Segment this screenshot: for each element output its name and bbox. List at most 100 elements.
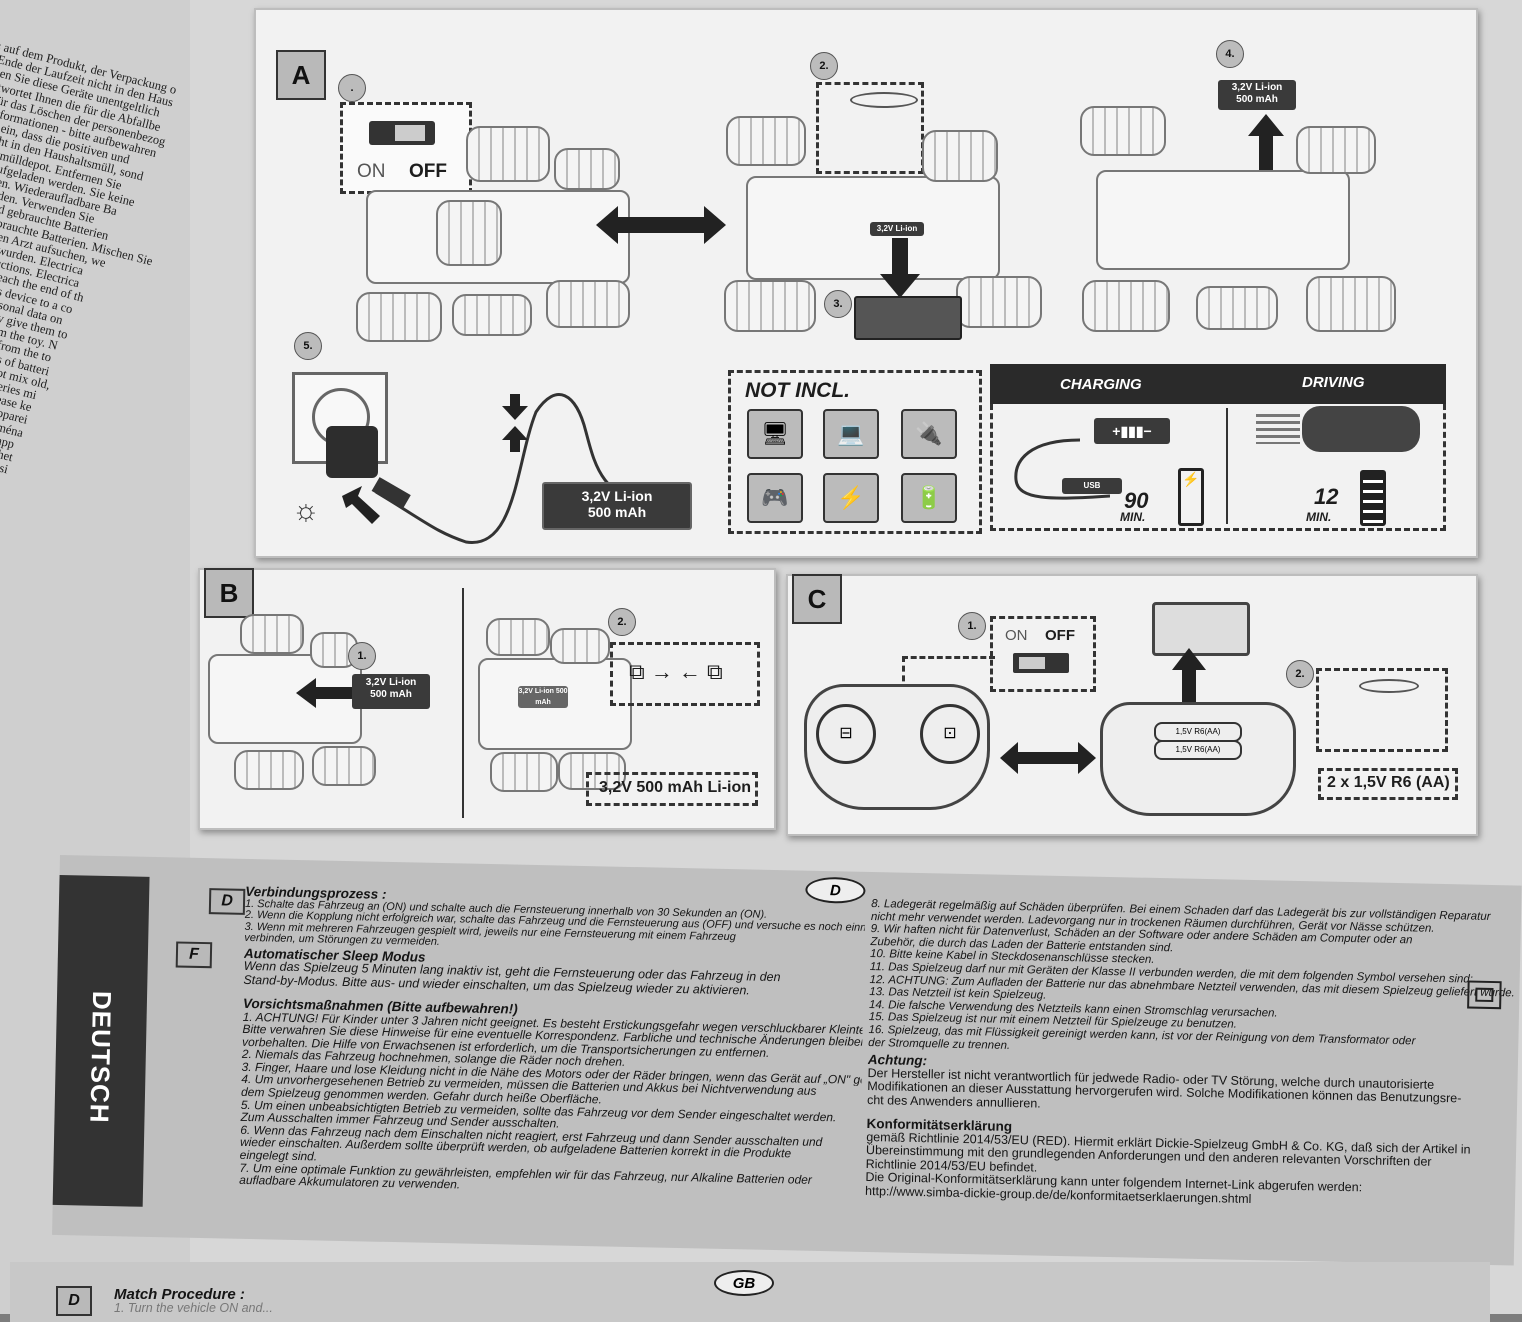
panel-b-step-2: 2. <box>608 608 636 636</box>
de-icon-f: F <box>175 941 213 969</box>
panel-a-step-1: . <box>338 74 366 102</box>
wheel-icon <box>356 292 442 342</box>
wheel-icon <box>452 294 532 336</box>
antenna-icon <box>1359 679 1419 693</box>
dashed-connector <box>902 656 995 691</box>
usb-cable-icon <box>371 393 657 544</box>
insert-arrow-icon <box>296 678 366 708</box>
de-icon-d: D <box>208 888 246 915</box>
charging-battery-icon: +▮▮▮− <box>1094 418 1170 444</box>
switch-on-label: ON <box>357 161 386 182</box>
remote-switch-icon <box>1013 653 1069 673</box>
de-right-column: 8. Ladegerät regelmäßig auf Schäden über… <box>865 898 1521 1212</box>
battery-pack-icon <box>854 296 962 340</box>
gb-section: GB D Match Procedure : 1. Turn the vehic… <box>10 1262 1490 1322</box>
wheel-icon <box>1296 126 1376 174</box>
battery-in-car-icon: 3,2V Li-ion <box>870 222 924 236</box>
remote-antenna-box <box>1316 668 1448 752</box>
phone-charger-icon: 🔌 <box>901 409 957 459</box>
precautions-lines: 1. ACHTUNG! Für Kinder unter 3 Jahren ni… <box>239 1010 863 1199</box>
panel-c-label: C <box>792 574 842 624</box>
battery-full-icon <box>1360 470 1386 526</box>
wheel-icon <box>486 618 550 656</box>
usb-adapter-icon: ⚡ <box>823 473 879 523</box>
power-switch-icon <box>369 121 435 145</box>
charge-time-unit: MIN. <box>1120 510 1146 524</box>
not-included-box: NOT INCL. 🖥 💻 🔌 🎮 ⚡ 🔋 <box>728 370 982 534</box>
charging-driving-box <box>990 404 1446 531</box>
aa-cell-2-icon: 1,5V R6(AA) <box>1154 740 1242 760</box>
panel-a-step-5: 5. <box>294 332 322 360</box>
down-arrow-icon <box>880 238 920 298</box>
charge-time-value: 90 <box>1124 488 1149 513</box>
wheel-icon <box>546 280 630 328</box>
gb-language-badge: GB <box>714 1270 774 1296</box>
battery-label-small: 3,2V Li-ion 500 mAh <box>1218 80 1296 110</box>
swap-arrow-c-icon <box>1000 742 1096 774</box>
wheel-icon <box>922 130 998 182</box>
panel-b-step-1: 1. <box>348 642 376 670</box>
swap-arrow-icon <box>596 206 726 244</box>
remote-switch-box: ON OFF <box>990 616 1096 692</box>
up-arrow-c-icon <box>1172 648 1206 704</box>
battery-charging-icon: ⚡ <box>1178 468 1204 526</box>
panel-c-spec: 2 x 1,5V R6 (AA) <box>1327 774 1450 791</box>
left-page-text: Symbols auf dem Produkt, der Verpackung … <box>0 30 210 964</box>
wheel-icon <box>312 746 376 786</box>
connect-arrows-icon <box>502 394 528 452</box>
game-console-icon: 🎮 <box>747 473 803 523</box>
aa-cell-1-icon: 1,5V R6(AA) <box>1154 722 1242 742</box>
remote-off-label: OFF <box>1045 627 1075 644</box>
panel-a-step-4: 4. <box>1216 40 1244 68</box>
wheel-icon <box>554 148 620 190</box>
wheel-icon <box>1082 280 1170 332</box>
car-underside-1-icon <box>366 190 630 284</box>
charger-adapter-icon <box>326 426 378 478</box>
battery-in-car-b-icon: 3,2V Li-ion 500 mAh <box>518 686 568 708</box>
de-side-label: DEUTSCH <box>84 990 118 1124</box>
speed-lines-icon <box>1256 414 1300 444</box>
match-title: Match Procedure : <box>114 1288 245 1302</box>
up-arrow-icon <box>1248 114 1284 170</box>
wheel-icon <box>490 752 558 792</box>
battery-label-large: 3,2V Li-ion 500 mAh <box>542 482 692 530</box>
charging-label: CHARGING <box>1060 376 1142 393</box>
wheel-icon <box>240 614 304 654</box>
wheel-icon <box>436 200 502 266</box>
switch-off-label: OFF <box>409 161 447 182</box>
panel-b: B 1. 3,2V Li-ion 500 mAh 3,2V Li-ion 500… <box>198 568 776 830</box>
class-ii-symbol-icon <box>1467 980 1502 1010</box>
de-info-section: DEUTSCH D D F Verbindungsprozess : 1. Sc… <box>52 855 1522 1266</box>
panel-a: A . ON OFF 2. 3,2V Li-ion 3. 4. 3,2V Li-… <box>254 8 1478 558</box>
left-stick-icon: ⊟ <box>816 704 876 764</box>
precautions-continued: 8. Ladegerät regelmäßig auf Schäden über… <box>868 898 1521 1063</box>
panel-a-step-2: 2. <box>810 52 838 80</box>
wall-outlet-icon: 🔋 <box>901 473 957 523</box>
wheel-icon <box>956 276 1042 328</box>
drive-time-unit: MIN. <box>1306 510 1332 524</box>
laptop-icon: 💻 <box>823 409 879 459</box>
panel-a-step-3: 3. <box>824 290 852 318</box>
konform-lines: gemäß Richtlinie 2014/53/EU (RED). Hierm… <box>865 1131 1516 1212</box>
panel-b-spec-box: 3,2V 500 mAh Li-ion <box>586 772 758 806</box>
light-bulb-icon: ☼ <box>292 494 320 527</box>
plug-in-arrow-icon <box>342 486 380 524</box>
car-underside-3-icon <box>1096 170 1350 270</box>
rc-car-driving-icon <box>1302 406 1420 452</box>
battery-b-icon: 3,2V Li-ion 500 mAh <box>352 674 430 709</box>
wheel-icon <box>1306 276 1396 332</box>
de-left-column: Verbindungsprozess : 1. Schalte das Fahr… <box>239 885 865 1200</box>
connector-plug-icon: ⧉ → ← ⧉ <box>629 659 723 684</box>
panel-c-step-2: 2. <box>1286 660 1314 688</box>
desktop-computer-icon: 🖥 <box>747 409 803 459</box>
gb-text: Match Procedure : 1. Turn the vehicle ON… <box>114 1288 273 1315</box>
wheel-icon <box>1196 286 1278 330</box>
wheel-icon <box>234 750 304 790</box>
switch-box: ON OFF <box>340 102 472 194</box>
right-stick-icon: ⊡ <box>920 704 980 764</box>
drive-time-value: 12 <box>1314 484 1339 509</box>
driving-label: DRIVING <box>1302 374 1365 391</box>
panel-a-label: A <box>276 50 326 100</box>
panel-b-spec: 3,2V 500 mAh Li-ion <box>599 779 752 796</box>
wheel-icon <box>550 628 610 664</box>
